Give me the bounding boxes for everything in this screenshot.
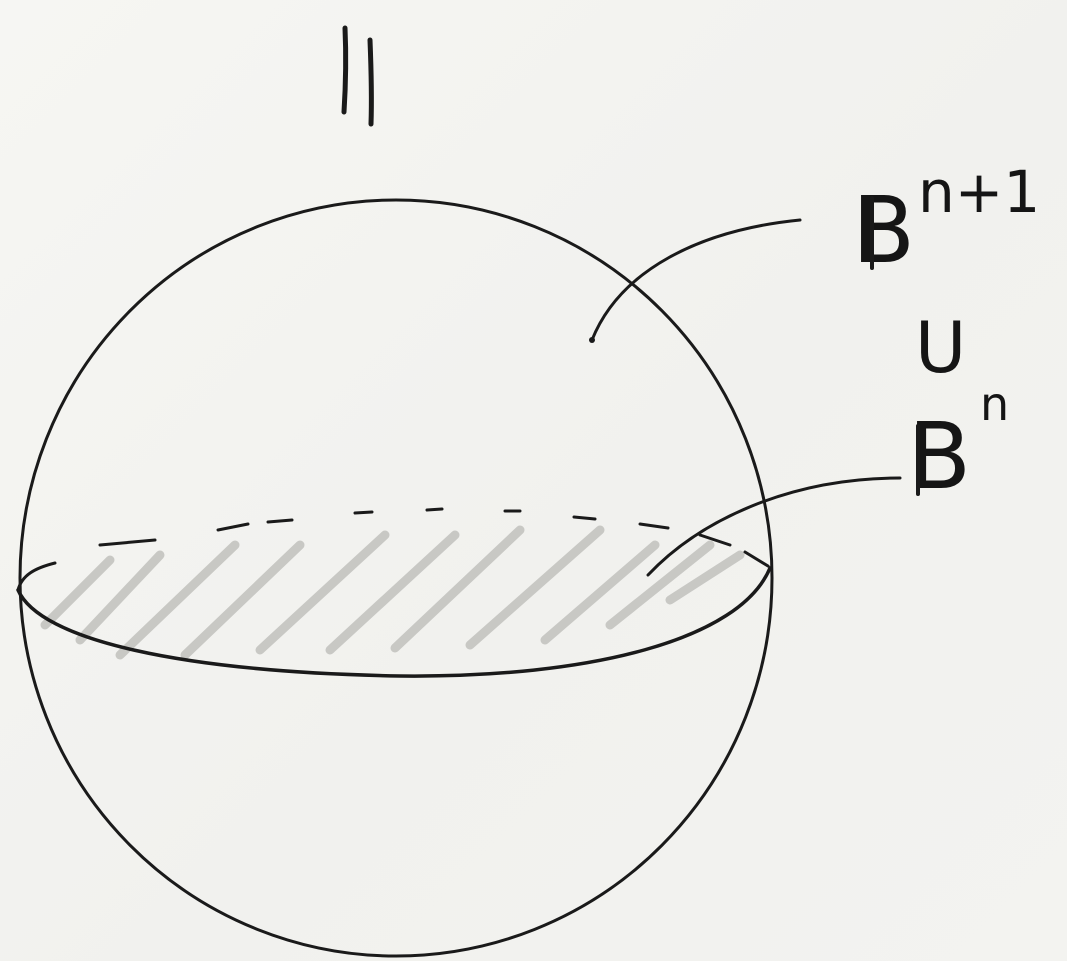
union-symbol: U — [915, 307, 966, 389]
ball-label-group: B n+1 — [852, 158, 1040, 284]
disk-label-exponent: n — [980, 377, 1009, 431]
disk-label-group: B n — [908, 377, 1009, 510]
top-double-bar-symbol: || — [0, 0, 371, 124]
equator-left-end — [18, 563, 55, 590]
ball-pointer-dot — [589, 337, 595, 343]
disk-hatching — [45, 530, 740, 655]
ball-label-exponent: n+1 — [918, 158, 1040, 226]
ball-pointer-line — [592, 220, 800, 340]
ball-label: B — [852, 177, 915, 284]
